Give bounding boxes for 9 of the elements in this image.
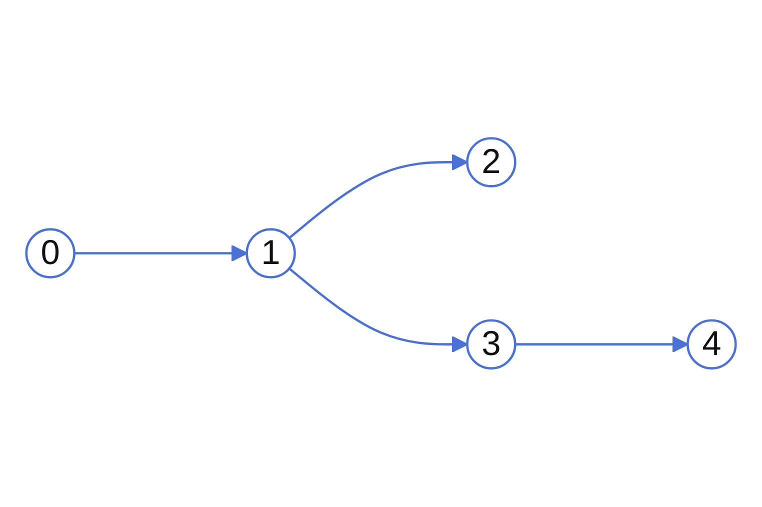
arrow <box>74 245 248 262</box>
node-circle: 4 <box>686 319 737 370</box>
arrow <box>515 336 688 353</box>
arrow <box>288 268 468 353</box>
node-circle: 1 <box>246 228 296 279</box>
node-circle: 3 <box>466 319 516 370</box>
arrow <box>288 154 468 240</box>
node-circle: 2 <box>466 137 516 188</box>
node-circle: 0 <box>25 228 76 279</box>
